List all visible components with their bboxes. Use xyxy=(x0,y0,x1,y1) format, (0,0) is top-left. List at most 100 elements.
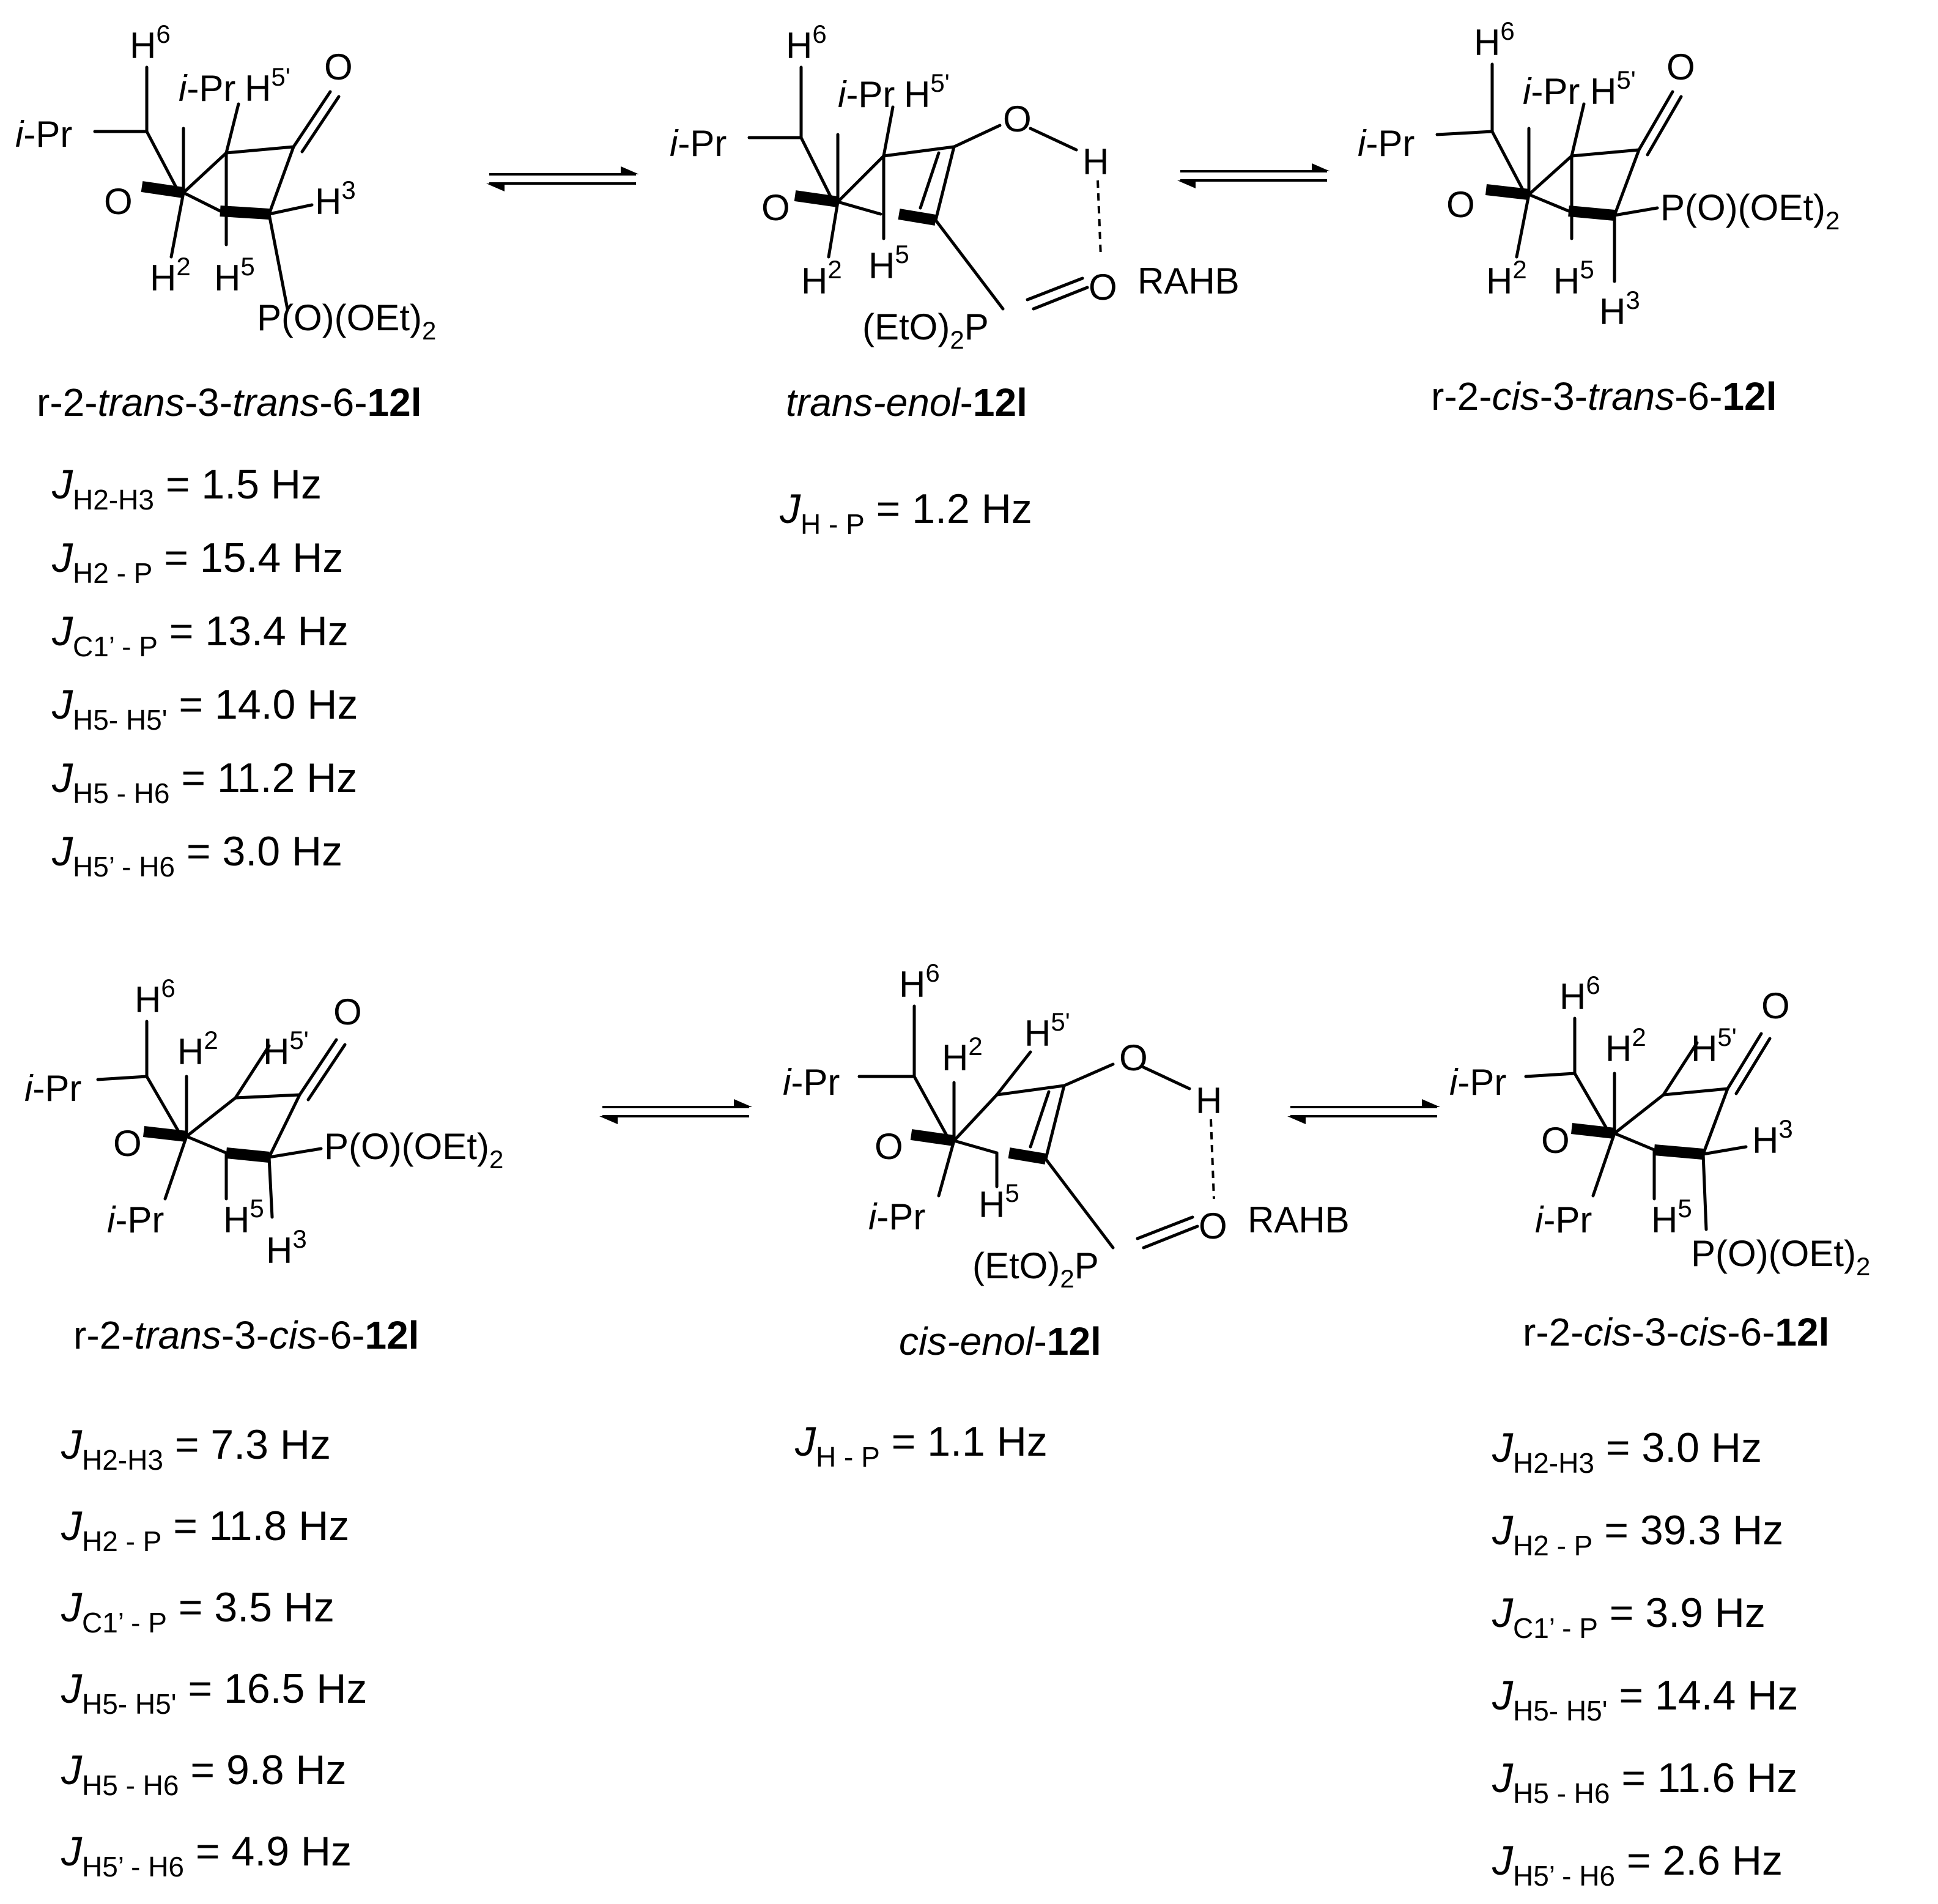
svg-text:O: O xyxy=(1119,1037,1148,1078)
svg-text:JH5 - H6 = 9.8 Hz: JH5 - H6 = 9.8 Hz xyxy=(61,1747,347,1801)
svg-text:RAHB: RAHB xyxy=(1137,261,1240,302)
svg-text:(EtO)2P: (EtO)2P xyxy=(972,1245,1099,1293)
svg-text:H2: H2 xyxy=(801,255,842,302)
svg-text:H2: H2 xyxy=(150,252,191,298)
svg-text:JH - P = 1.2 Hz: JH - P = 1.2 Hz xyxy=(779,486,1032,540)
svg-text:JH - P = 1.1 Hz: JH - P = 1.1 Hz xyxy=(794,1418,1048,1473)
svg-text:JH5’ - H6 = 3.0 Hz: JH5’ - H6 = 3.0 Hz xyxy=(51,828,342,883)
svg-text:i-Pr: i-Pr xyxy=(1535,1199,1592,1240)
svg-text:JC1’ - P = 3.9 Hz: JC1’ - P = 3.9 Hz xyxy=(1492,1590,1766,1644)
svg-text:H5: H5 xyxy=(214,252,255,298)
svg-text:P(O)(OEt)2: P(O)(OEt)2 xyxy=(324,1126,503,1174)
svg-text:H5': H5' xyxy=(263,1026,309,1072)
svg-text:JH5 - H6 = 11.6 Hz: JH5 - H6 = 11.6 Hz xyxy=(1492,1755,1797,1809)
svg-text:H3: H3 xyxy=(266,1224,307,1271)
svg-text:H6: H6 xyxy=(786,20,827,66)
svg-text:O: O xyxy=(1761,985,1790,1026)
svg-text:i-Pr: i-Pr xyxy=(107,1199,164,1240)
equilibrium-arrow-EF xyxy=(1287,1099,1440,1124)
svg-text:H6: H6 xyxy=(1559,971,1600,1017)
svg-text:H5: H5 xyxy=(1651,1194,1692,1240)
caption-D: r-2-trans-3-cis-6-12l xyxy=(73,1313,419,1357)
structure-r2-trans3-cis6: H6 i-Pr H2 H5' O O P(O)(OEt)2 i-Pr H5 H3… xyxy=(24,974,503,1357)
svg-text:H: H xyxy=(1196,1080,1222,1121)
svg-text:H5: H5 xyxy=(223,1194,264,1240)
svg-text:i-Pr: i-Pr xyxy=(15,114,72,155)
chair-ring-bonds xyxy=(1435,62,1683,283)
svg-text:i-Pr: i-Pr xyxy=(1523,71,1580,112)
coupling-list-A: JH2-H3 = 1.5 Hz JH2 - P = 15.4 Hz JC1’ -… xyxy=(51,461,358,883)
equilibrium-arrow-AB xyxy=(486,166,639,191)
svg-text:H5: H5 xyxy=(978,1179,1019,1225)
svg-text:H3: H3 xyxy=(315,176,356,222)
svg-text:JH2 - P = 15.4 Hz: JH2 - P = 15.4 Hz xyxy=(51,535,343,589)
svg-text:JH5- H5' = 14.0 Hz: JH5- H5' = 14.0 Hz xyxy=(51,681,358,736)
structure-cis-enol: H6 i-Pr H2 H5' O H O i-Pr H5 (EtO)2P O R… xyxy=(783,958,1350,1363)
coupling-list-B: JH - P = 1.2 Hz xyxy=(779,486,1032,540)
svg-text:JH5- H5' = 14.4 Hz: JH5- H5' = 14.4 Hz xyxy=(1492,1672,1798,1727)
coupling-list-D: JH2-H3 = 7.3 Hz JH2 - P = 11.8 Hz JC1’ -… xyxy=(61,1421,367,1883)
svg-text:(EtO)2P: (EtO)2P xyxy=(862,306,989,354)
svg-text:H: H xyxy=(1082,141,1109,182)
svg-text:JC1’ - P = 3.5 Hz: JC1’ - P = 3.5 Hz xyxy=(61,1584,335,1639)
svg-text:H3: H3 xyxy=(1752,1114,1793,1161)
svg-text:i-Pr: i-Pr xyxy=(24,1068,81,1109)
svg-text:O: O xyxy=(1003,98,1032,139)
equilibrium-arrow-BC xyxy=(1177,163,1330,188)
svg-text:JH2-H3 = 7.3 Hz: JH2-H3 = 7.3 Hz xyxy=(61,1421,331,1476)
svg-text:JH2 - P = 11.8 Hz: JH2 - P = 11.8 Hz xyxy=(61,1503,349,1557)
svg-text:JH5 - H6 = 11.2 Hz: JH5 - H6 = 11.2 Hz xyxy=(51,755,357,809)
svg-text:O: O xyxy=(1446,184,1475,225)
chair-ring-bonds xyxy=(1524,1017,1772,1231)
svg-text:H5': H5' xyxy=(1691,1023,1737,1069)
svg-text:JH2-H3 = 3.0 Hz: JH2-H3 = 3.0 Hz xyxy=(1492,1424,1762,1479)
svg-text:i-Pr: i-Pr xyxy=(868,1196,925,1237)
svg-text:O: O xyxy=(113,1123,142,1164)
svg-text:i-Pr: i-Pr xyxy=(1358,123,1415,164)
caption-A: r-2-trans-3-trans-6-12l xyxy=(37,380,422,424)
caption-E: cis-enol-12l xyxy=(899,1319,1101,1363)
svg-text:H5': H5' xyxy=(1590,65,1636,112)
svg-text:P(O)(OEt)2: P(O)(OEt)2 xyxy=(257,297,436,345)
svg-text:H6: H6 xyxy=(899,958,940,1005)
svg-text:H5': H5' xyxy=(1024,1007,1070,1054)
svg-text:O: O xyxy=(1666,46,1695,87)
svg-text:H5': H5' xyxy=(904,69,950,115)
svg-text:i-Pr: i-Pr xyxy=(179,68,235,109)
svg-text:H6: H6 xyxy=(1474,17,1515,63)
svg-text:O: O xyxy=(875,1126,903,1167)
coupling-list-F: JH2-H3 = 3.0 Hz JH2 - P = 39.3 Hz JC1’ -… xyxy=(1492,1424,1798,1892)
structure-r2-cis3-trans6: H6 i-Pr i-Pr H5' O O P(O)(OEt)2 H2 H5 H3… xyxy=(1358,17,1840,418)
svg-text:O: O xyxy=(104,181,133,222)
svg-text:H5: H5 xyxy=(868,240,909,286)
svg-text:O: O xyxy=(333,991,362,1032)
svg-text:O: O xyxy=(1199,1206,1227,1246)
svg-text:JH5’ - H6 = 4.9 Hz: JH5’ - H6 = 4.9 Hz xyxy=(61,1828,352,1883)
chair-ring-bonds xyxy=(96,1020,347,1219)
caption-C: r-2-cis-3-trans-6-12l xyxy=(1431,374,1777,418)
svg-text:O: O xyxy=(324,46,353,87)
svg-text:P(O)(OEt)2: P(O)(OEt)2 xyxy=(1691,1233,1870,1281)
enol-ring-bonds xyxy=(857,1004,1215,1250)
svg-text:H2: H2 xyxy=(177,1026,218,1072)
structure-r2-cis3-cis6: H6 i-Pr H2 H5' O O H3 i-Pr H5 P(O)(OEt)2… xyxy=(1449,971,1870,1354)
svg-text:i-Pr: i-Pr xyxy=(838,74,895,115)
svg-text:O: O xyxy=(761,187,790,228)
svg-text:JH2 - P = 39.3 Hz: JH2 - P = 39.3 Hz xyxy=(1492,1507,1783,1561)
svg-text:i-Pr: i-Pr xyxy=(670,123,727,164)
svg-text:i-Pr: i-Pr xyxy=(1449,1062,1506,1103)
svg-text:JH5- H5' = 16.5 Hz: JH5- H5' = 16.5 Hz xyxy=(61,1665,367,1720)
svg-text:O: O xyxy=(1089,267,1117,308)
svg-text:H5': H5' xyxy=(245,62,290,109)
structure-trans-enol: H6 i-Pr i-Pr H5' O H O H2 H5 (EtO)2P O R… xyxy=(670,20,1240,424)
caption-B: trans-enol-12l xyxy=(786,380,1027,424)
svg-text:JH5’ - H6 = 2.6 Hz: JH5’ - H6 = 2.6 Hz xyxy=(1492,1837,1783,1892)
svg-text:H2: H2 xyxy=(1605,1023,1646,1069)
svg-text:H6: H6 xyxy=(135,974,176,1020)
equilibrium-arrow-DE xyxy=(599,1099,752,1124)
svg-text:H6: H6 xyxy=(130,20,171,66)
structure-r2-trans3-trans6: H6 i-Pr i-Pr H5' O O H3 H2 H5 P(O)(OEt)2… xyxy=(15,20,436,424)
svg-text:H3: H3 xyxy=(1599,286,1640,332)
svg-text:RAHB: RAHB xyxy=(1248,1199,1350,1240)
